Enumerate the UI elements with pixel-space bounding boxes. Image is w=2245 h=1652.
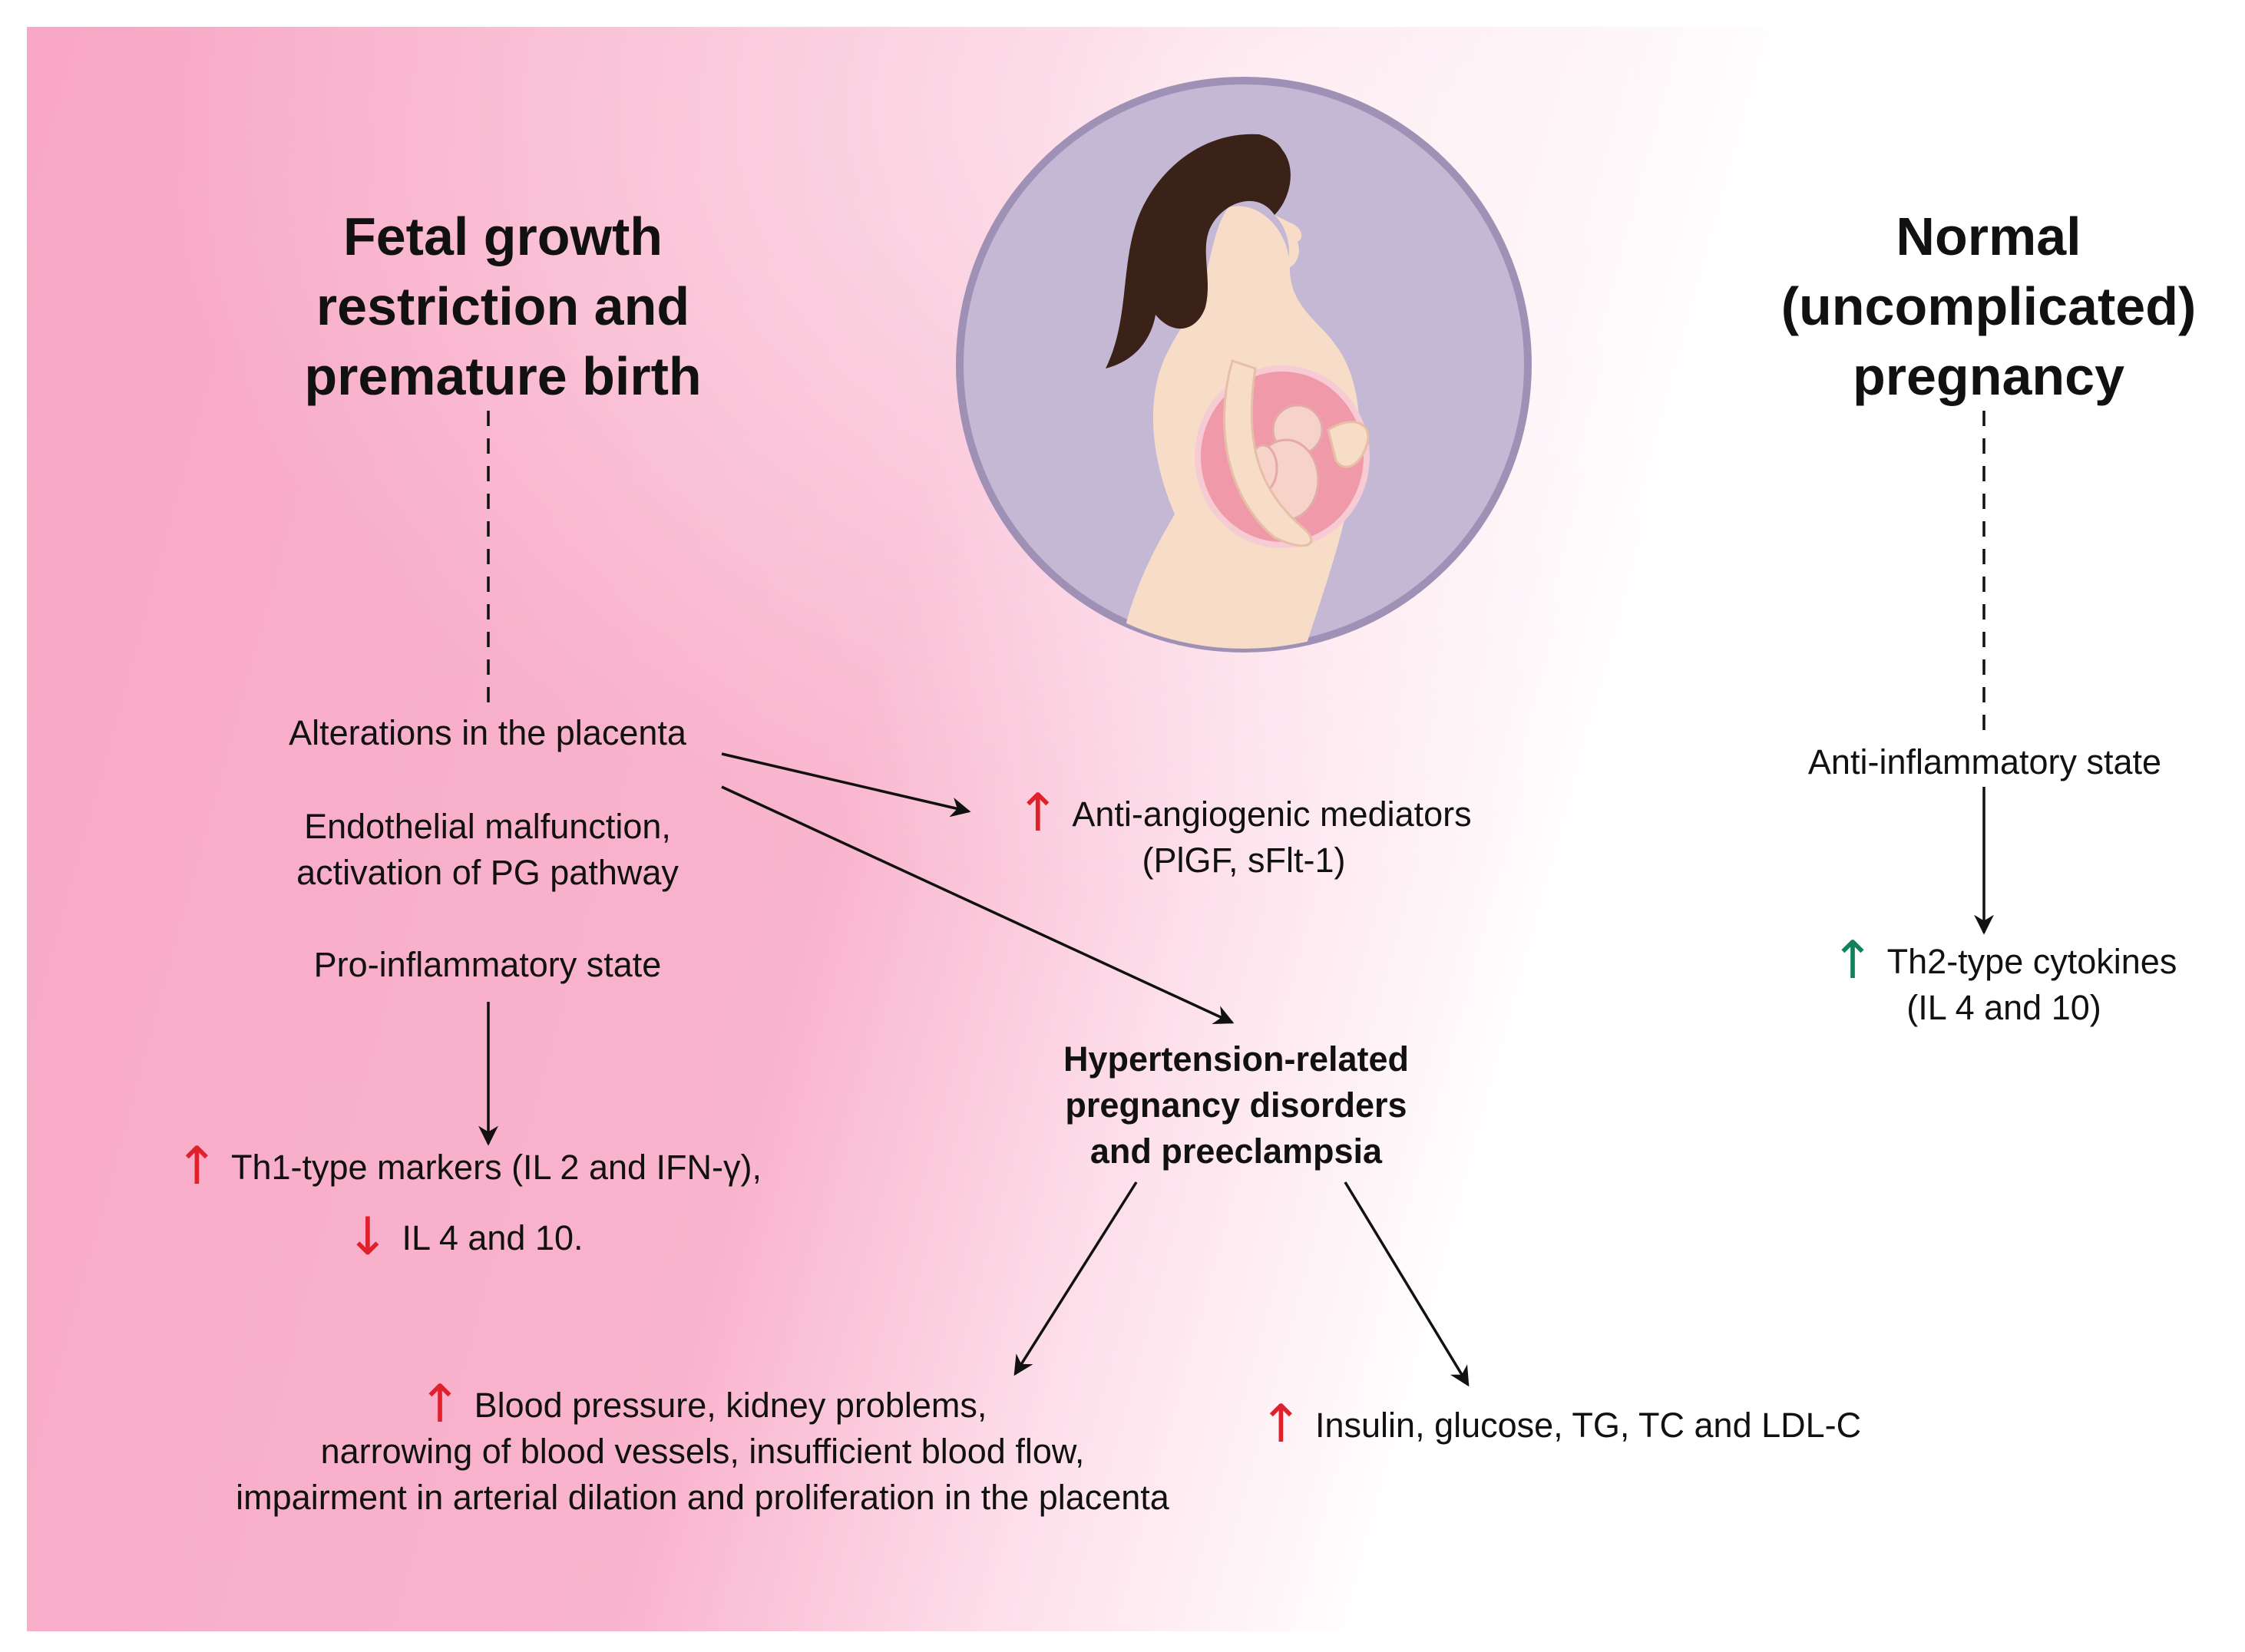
anti-inflammatory-label: Anti-inflammatory state bbox=[1807, 742, 2162, 781]
hypertension-line-1: Hypertension-related bbox=[1063, 1039, 1410, 1079]
blood-pressure-text: Blood pressure, kidney problems, bbox=[474, 1386, 987, 1425]
increase-arrow-icon: ↑ bbox=[1830, 930, 1875, 991]
arrow-hypertension-to-blood-pressure bbox=[1013, 1181, 1138, 1376]
arrow-placenta-to-anti-angiogenic bbox=[721, 752, 971, 818]
right-title-line-1: Normal bbox=[1896, 206, 2081, 266]
anti-angiogenic-text: Anti-angiogenic mediators bbox=[1072, 795, 1472, 834]
blood-pressure-label: ↑Blood pressure, kidney problems, narrow… bbox=[154, 1379, 1251, 1521]
arrow-placenta-to-hypertension bbox=[721, 785, 1235, 1024]
right-title-line-3: pregnancy bbox=[1853, 346, 2124, 406]
th2-line-2: (IL 4 and 10) bbox=[1906, 988, 2101, 1027]
arrow-hypertension-to-insulin bbox=[1344, 1181, 1470, 1387]
th2-cytokines-label: ↑Th2-type cytokines (IL 4 and 10) bbox=[1766, 935, 2242, 1031]
increase-arrow-icon: ↑ bbox=[1016, 783, 1060, 844]
insulin-text: Insulin, glucose, TG, TC and LDL-C bbox=[1314, 1406, 1862, 1445]
left-title-line-2: restriction and bbox=[316, 276, 690, 336]
pregnant-woman-illustration bbox=[956, 77, 1532, 653]
hypertension-label: Hypertension-related pregnancy disorders… bbox=[1006, 1036, 1466, 1175]
woman-hair bbox=[1106, 134, 1291, 368]
right-title: Normal (uncomplicated) pregnancy bbox=[1743, 202, 2234, 411]
endothelial-line-1: Endothelial malfunction, bbox=[304, 807, 671, 846]
blood-pressure-line-2: narrowing of blood vessels, insufficient… bbox=[320, 1432, 1085, 1471]
left-title: Fetal growth restriction and premature b… bbox=[238, 202, 768, 411]
hypertension-line-3: and preeclampsia bbox=[1089, 1132, 1383, 1171]
woman-hand bbox=[1327, 421, 1370, 468]
anti-angiogenic-line-1: ↑Anti-angiogenic mediators bbox=[975, 788, 1513, 840]
decrease-arrow-icon: ↓ bbox=[346, 1207, 390, 1267]
th2-line-1: ↑Th2-type cytokines bbox=[1766, 935, 2242, 987]
right-title-line-2: (uncomplicated) bbox=[1780, 276, 2197, 336]
anti-angiogenic-label: ↑Anti-angiogenic mediators (PlGF, sFlt-1… bbox=[975, 788, 1513, 884]
il-decrease-label: ↓IL 4 and 10. bbox=[292, 1211, 637, 1264]
th2-text: Th2-type cytokines bbox=[1886, 942, 2177, 981]
blood-pressure-line-3: impairment in arterial dilation and prol… bbox=[236, 1478, 1169, 1517]
increase-arrow-icon: ↑ bbox=[174, 1136, 219, 1197]
endothelial-line-2: activation of PG pathway bbox=[296, 853, 679, 892]
woman-arm bbox=[1222, 359, 1313, 547]
blood-pressure-line-1: ↑Blood pressure, kidney problems, bbox=[154, 1379, 1251, 1431]
hypertension-line-2: pregnancy disorders bbox=[1065, 1085, 1407, 1125]
increase-arrow-icon: ↑ bbox=[1259, 1394, 1303, 1455]
endothelial-label: Endothelial malfunction, activation of P… bbox=[230, 804, 745, 896]
th1-markers-label: ↑Th1-type markers (IL 2 and IFN-γ), bbox=[115, 1141, 822, 1193]
insulin-label: ↑Insulin, glucose, TG, TC and LDL-C bbox=[1259, 1399, 1950, 1451]
il-decrease-text: IL 4 and 10. bbox=[402, 1218, 584, 1257]
anti-angiogenic-line-2: (PlGF, sFlt-1) bbox=[1142, 841, 1346, 880]
increase-arrow-icon: ↑ bbox=[418, 1374, 462, 1435]
proinflammatory-label: Pro-inflammatory state bbox=[313, 945, 662, 984]
left-title-line-3: premature birth bbox=[304, 346, 702, 406]
placenta-alterations-label: Alterations in the placenta bbox=[289, 713, 686, 752]
left-title-line-1: Fetal growth bbox=[342, 206, 663, 266]
th1-markers-text: Th1-type markers (IL 2 and IFN-γ), bbox=[230, 1148, 762, 1187]
